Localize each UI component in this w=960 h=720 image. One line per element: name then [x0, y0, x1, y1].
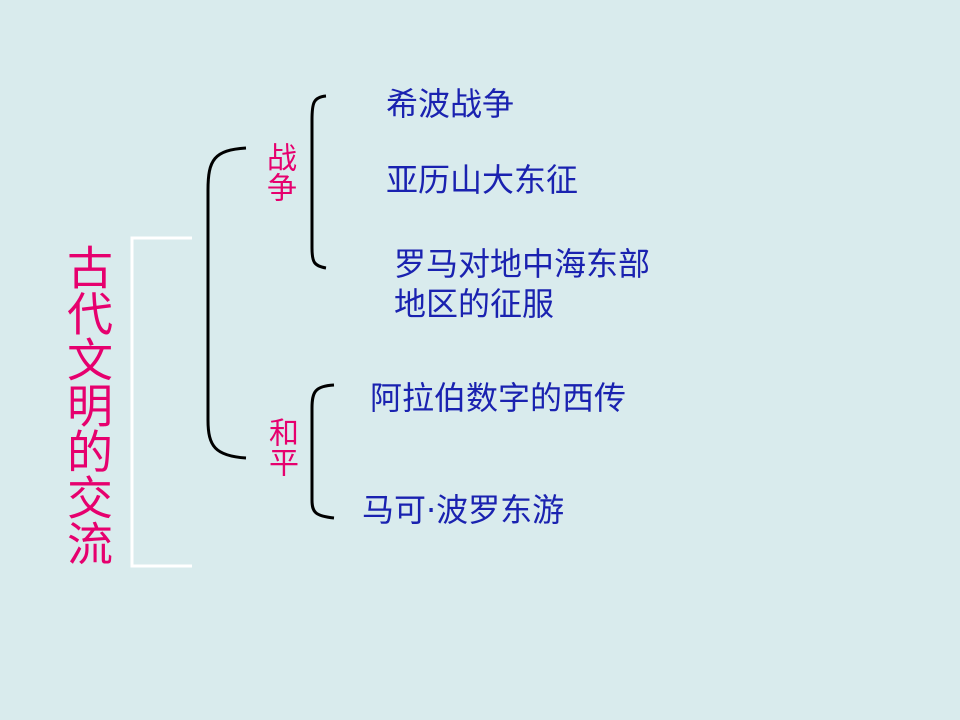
leaf-arabic-numerals: 阿拉伯数字的西传: [370, 379, 627, 417]
leaf-marco-polo: 马可·波罗东游: [362, 491, 565, 529]
leaf-alexander-campaign: 亚历山大东征: [386, 161, 579, 199]
branch-label-peace: 和平: [263, 417, 298, 477]
root-bracket: [130, 236, 192, 568]
branch-label-war: 战争: [261, 142, 296, 202]
peace-bracket: [310, 383, 335, 520]
leaf-roman-conquest: 罗马对地中海东部地区的征服: [394, 245, 651, 323]
leaf-greco-persian-wars: 希波战争: [386, 85, 515, 123]
root-title: 古代文明的交流: [60, 244, 114, 566]
main-bracket: [206, 146, 247, 460]
war-bracket: [310, 94, 327, 270]
